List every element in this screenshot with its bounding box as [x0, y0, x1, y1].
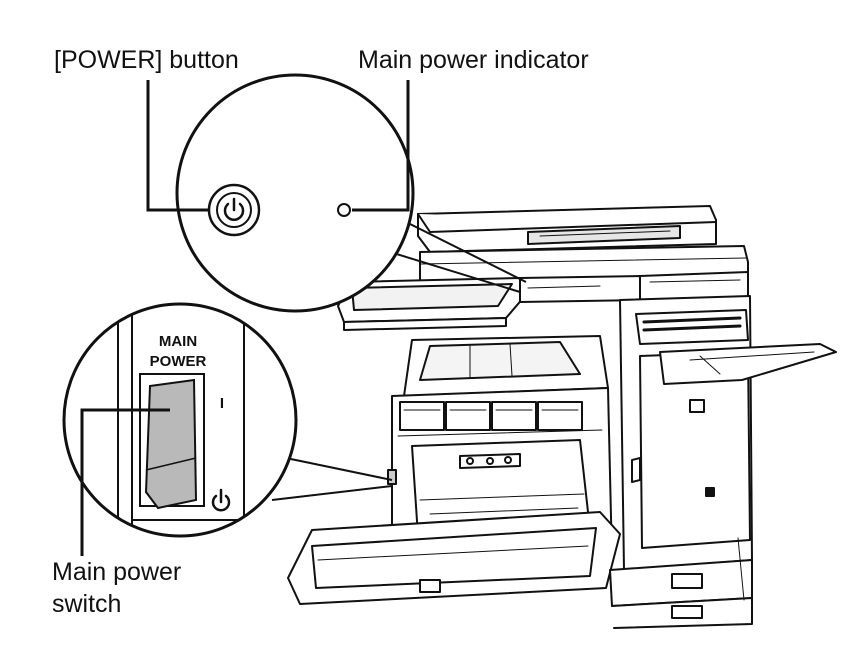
label-power-button: [POWER] button	[54, 46, 239, 74]
leader-power-button	[146, 80, 208, 212]
power-button	[207, 183, 261, 237]
right-side-cabinet	[619, 295, 753, 571]
front-cover-open	[287, 511, 621, 605]
output-tray	[659, 343, 837, 385]
document-feeder	[417, 205, 749, 283]
label-main-power-switch-line2: switch	[52, 590, 121, 618]
copier-switch-location	[387, 469, 397, 485]
switch-panel	[117, 304, 245, 536]
switch-on-mark: I	[220, 395, 224, 412]
paper-exit-area	[403, 335, 609, 397]
main-power-switch-rocker	[144, 378, 198, 510]
leader-main-power-switch	[80, 408, 170, 556]
main-switch-magnifier: MAIN POWER I	[62, 302, 393, 538]
power-icon	[223, 197, 245, 221]
label-main-power-switch-line1: Main power	[52, 558, 181, 586]
power-button-magnifier	[175, 73, 527, 313]
scanner-unit	[519, 271, 749, 303]
copier-illustration	[287, 205, 837, 629]
label-main-power-indicator: Main power indicator	[358, 46, 589, 74]
leader-main-power-indicator	[352, 80, 410, 212]
main-power-indicator	[337, 203, 351, 217]
paper-drawers	[609, 537, 753, 629]
magnifier-circle-top	[175, 73, 415, 313]
switch-power-icon	[211, 488, 231, 512]
switch-label-power: POWER	[150, 353, 207, 370]
leader-lines	[80, 80, 410, 556]
switch-label-main: MAIN	[159, 333, 197, 350]
